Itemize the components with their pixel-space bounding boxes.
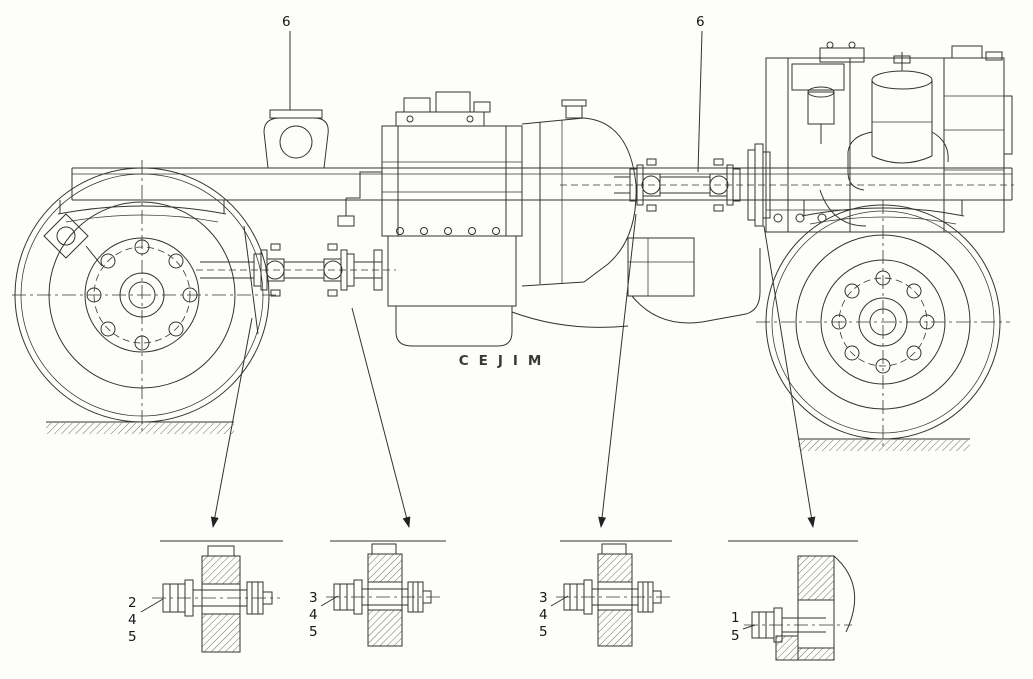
chassis-frame (57, 167, 1013, 225)
detail-arrow-4 (763, 225, 816, 528)
engine-assembly (765, 41, 1013, 233)
detail-3-label-b: 4 (539, 607, 548, 623)
detail-arrow-2 (351, 307, 411, 528)
detail-view-2: 3 4 5 (309, 540, 446, 647)
tow-bracket (263, 109, 329, 169)
detail-1-label-a: 2 (128, 595, 137, 611)
detail-arrow-3 (598, 213, 637, 528)
front-driveshaft (196, 225, 396, 335)
detail-2-label-c: 5 (309, 624, 318, 640)
callout-6-left-label: 6 (282, 14, 291, 30)
clutch-housing (521, 99, 761, 324)
detail-view-1: 2 4 5 (128, 540, 283, 653)
detail-view-3: 3 4 5 (539, 540, 672, 647)
right-wheel (756, 200, 1010, 450)
detail-2-label-b: 4 (309, 607, 318, 623)
ground-right (798, 438, 970, 451)
detail-3-label-c: 5 (539, 624, 548, 640)
detail-1-label-c: 5 (128, 629, 137, 645)
detail-arrow-1 (210, 317, 253, 528)
callout-6-right: 6 (696, 14, 705, 173)
callout-6-right-label: 6 (696, 14, 705, 30)
callout-6-left: 6 (282, 14, 291, 110)
rear-driveshaft (560, 143, 1014, 227)
watermark: CEJIM (459, 353, 552, 369)
detail-2-label-a: 3 (309, 590, 318, 606)
ground-left (46, 421, 234, 434)
detail-view-4: 1 5 (728, 540, 858, 661)
detail-4-label-a: 1 (731, 610, 740, 626)
detail-1-label-b: 4 (128, 612, 137, 628)
main-view: CEJIM 6 6 (12, 14, 1014, 661)
engine-gearbox (337, 91, 629, 347)
detail-3-label-a: 3 (539, 590, 548, 606)
detail-4-label-b: 5 (731, 628, 740, 644)
